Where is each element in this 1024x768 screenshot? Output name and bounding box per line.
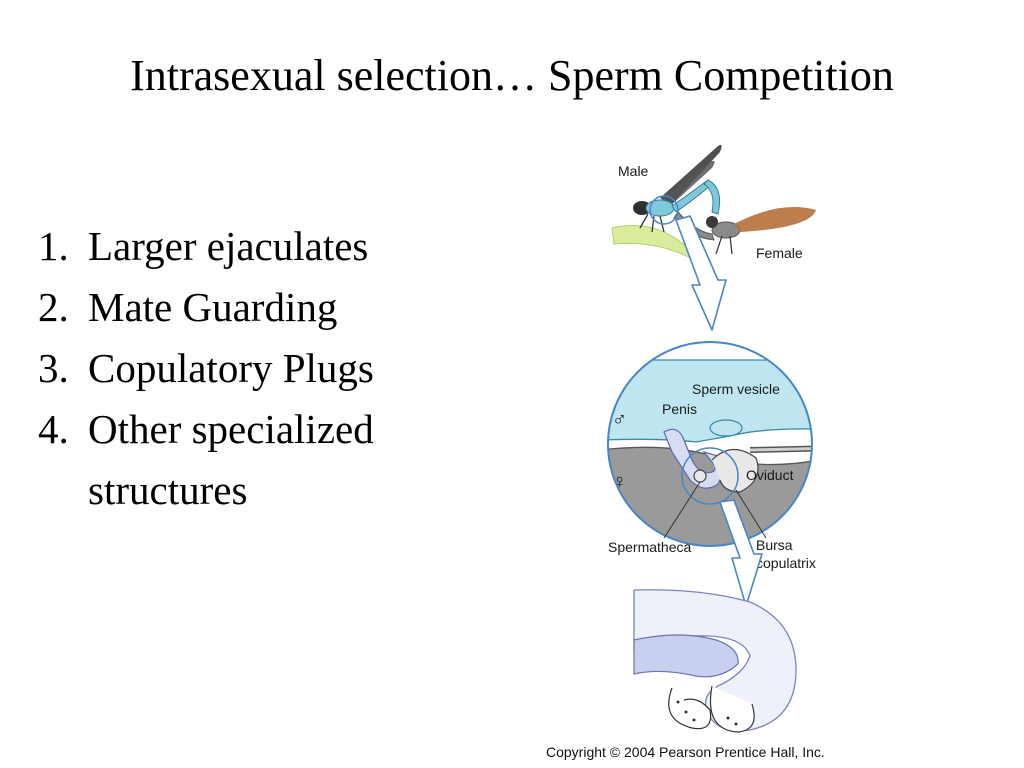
sperm-vesicle-shape [709,419,743,437]
bullet-item: 2. Mate Guarding [38,277,478,338]
female-wing [734,207,816,232]
copyright-notice: Copyright © 2004 Pearson Prentice Hall, … [546,744,825,760]
zoom-arrow [719,499,763,607]
bullet-item: 3. Copulatory Plugs [38,338,478,399]
bullet-text: Larger ejaculates [88,223,369,269]
female-leg [729,235,733,255]
genitalia-detail-illustration [633,589,797,733]
bursa-leader [735,489,767,539]
male-wing [658,160,715,208]
magnified-view: ♂ ♀ Penis Sperm vesicle Oviduct [607,341,813,547]
penis-label: Penis [662,401,697,417]
female-leg [715,235,723,255]
bullet-text: Other specialized structures [88,406,374,513]
female-label: Female [756,245,803,261]
damselfly-diagram: Male Female ♂ ♀ Penis [600,140,900,740]
zoom-arrow [675,215,727,331]
male-damselfly-illustration [633,144,722,233]
bursa-label: Bursa [756,537,793,553]
penis-shape [663,428,724,489]
bullet-number: 4. [38,406,69,452]
spermatheca-leader [663,481,701,539]
oviduct-label: Oviduct [746,467,794,483]
slide-title: Intrasexual selection… Sperm Competition [130,51,894,100]
inner-magnify-circle [681,447,739,505]
spermatheca-label: Spermatheca [608,539,691,555]
bullet-item: 1. Larger ejaculates [38,216,478,277]
bursa-shape [711,448,759,493]
diagram-svg: Male Female ♂ ♀ Penis [607,144,816,733]
female-symbol: ♀ [612,471,627,493]
male-head [633,201,651,215]
bullet-text: Mate Guarding [88,284,338,330]
bullet-number: 2. [38,284,69,330]
bullet-item: 4. Other specialized structures [38,399,478,521]
sperm-vesicle-label: Sperm vesicle [692,381,780,397]
magnified-circle-border [607,341,813,547]
magnify-circle [649,195,679,225]
male-label: Male [618,163,649,179]
bullet-list: 1. Larger ejaculates 2. Mate Guarding 3.… [38,216,478,521]
spermatheca-shape [693,469,707,483]
female-head [706,216,718,228]
male-leg [639,213,649,229]
bullet-number: 3. [38,345,69,391]
bullet-text: Copulatory Plugs [88,345,374,391]
male-abdomen [703,179,721,215]
copulatrix-label: copulatrix [756,555,816,571]
bullet-number: 1. [38,223,69,269]
male-symbol: ♂ [612,409,627,431]
